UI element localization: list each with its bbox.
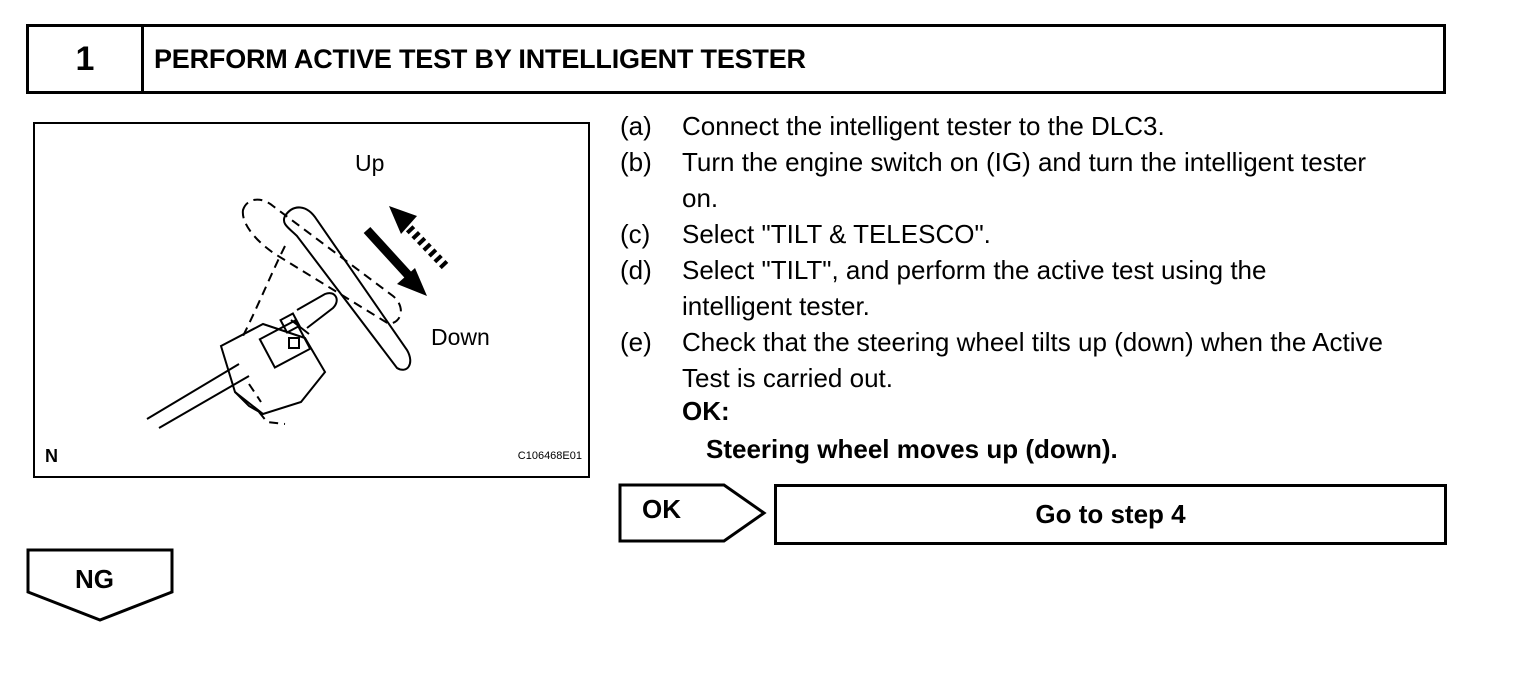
step-item: (e) Check that the steering wheel tilts … <box>620 324 1440 396</box>
step-letter: (b) <box>620 147 652 177</box>
ok-result-label: OK <box>642 494 681 524</box>
step-header: 1 PERFORM ACTIVE TEST BY INTELLIGENT TES… <box>26 24 1446 94</box>
ok-arrow-shape <box>618 483 767 543</box>
up-arrow <box>389 206 449 270</box>
step-item: (a) Connect the intelligent tester to th… <box>620 108 1440 144</box>
procedure-steps: (a) Connect the intelligent tester to th… <box>620 108 1440 396</box>
column-shaft-line <box>146 363 240 420</box>
steering-wheel-rim <box>283 206 412 371</box>
steering-wheel-drawing <box>146 198 449 429</box>
step-letter: (a) <box>620 111 652 141</box>
step-text: Turn the engine switch on (IG) and turn … <box>682 147 1367 213</box>
step-text: Select "TILT & TELESCO". <box>682 219 991 249</box>
step-number: 1 <box>29 27 144 91</box>
tilted-wheel-outline <box>241 198 402 326</box>
ng-result-label: NG <box>75 564 114 594</box>
step-item: (d) Select "TILT", and perform the activ… <box>620 252 1440 324</box>
label-up: Up <box>355 150 385 176</box>
ng-arrow-shape <box>26 548 174 622</box>
down-arrow <box>363 226 427 296</box>
column-shaft-line <box>158 375 250 429</box>
step-title: PERFORM ACTIVE TEST BY INTELLIGENT TESTE… <box>154 43 806 74</box>
go-to-step-4-link[interactable]: Go to step 4 <box>774 484 1447 545</box>
label-down: Down <box>431 324 490 350</box>
step-letter: (c) <box>620 219 651 249</box>
figure-corner-letter: N <box>45 446 58 466</box>
check-ok-detail: Steering wheel moves up (down). <box>706 434 1118 464</box>
step-text: Check that the steering wheel tilts up (… <box>682 327 1383 393</box>
step-text: Select "TILT", and perform the active te… <box>682 255 1267 321</box>
step-item: (b) Turn the engine switch on (IG) and t… <box>620 144 1440 216</box>
check-ok-label: OK: <box>682 396 730 426</box>
step-letter: (d) <box>620 255 652 285</box>
column-housing <box>219 322 327 416</box>
steering-tilt-illustration: Up Down N C106468E01 <box>33 122 590 478</box>
figure-code: C106468E01 <box>517 450 582 462</box>
step-item: (c) Select "TILT & TELESCO". <box>620 216 1440 252</box>
step-text: Connect the intelligent tester to the DL… <box>682 111 1165 141</box>
tilt-switch <box>258 319 312 369</box>
step-letter: (e) <box>620 327 652 357</box>
